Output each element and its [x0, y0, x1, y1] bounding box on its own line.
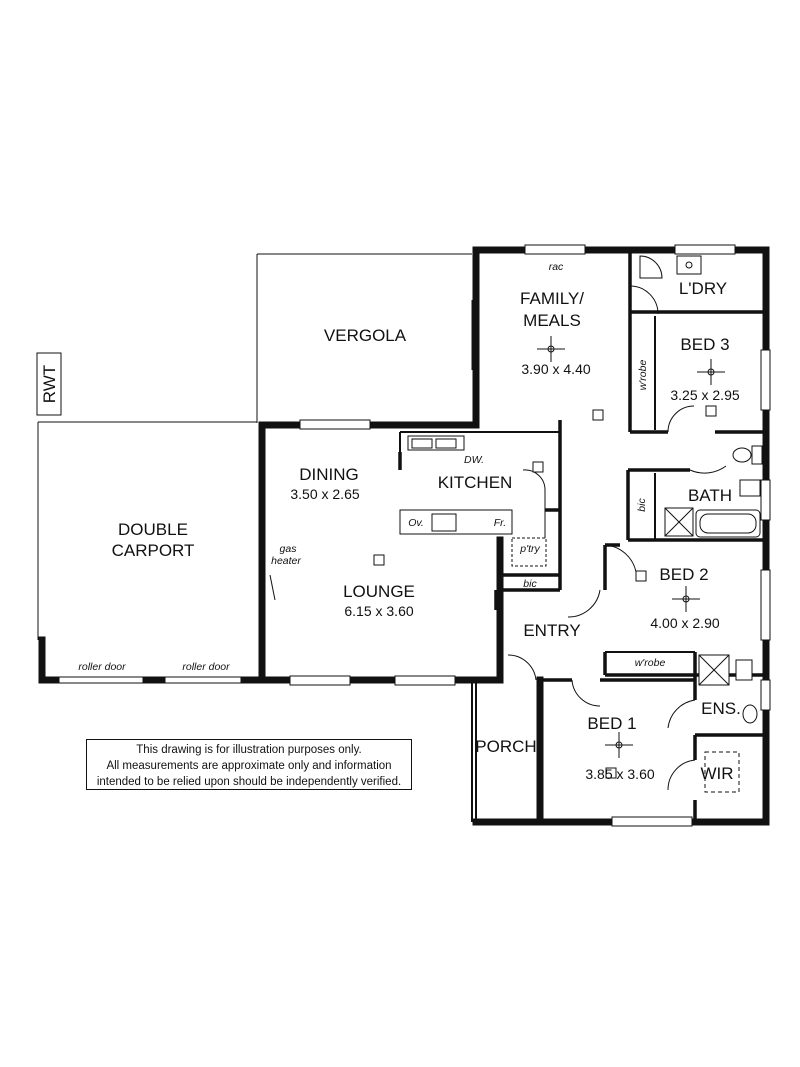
gas-heater-label-line1: gas [280, 543, 298, 555]
windows [289, 244, 771, 827]
ceiling-fan-family [537, 336, 565, 362]
disclaimer-line2: All measurements are approximate only an… [106, 760, 392, 772]
kitchen-sink [407, 435, 465, 451]
hall-bic-label: bic [523, 578, 537, 590]
bed1-dims: 3.85 x 3.60 [585, 766, 654, 782]
roller-door-right-label: roller door [182, 661, 230, 673]
carport-label-line1: DOUBLE [118, 520, 188, 539]
carport-label-line2: CARPORT [112, 541, 195, 560]
bed3-label: BED 3 [680, 335, 729, 354]
dishwasher-label: DW. [464, 454, 484, 466]
bed3-wardrobe-label: w'robe [637, 360, 649, 391]
bed1-label: BED 1 [587, 714, 636, 733]
entry-label: ENTRY [523, 621, 580, 640]
wir-label: WIR [700, 764, 733, 783]
interior-walls [398, 252, 766, 822]
bath-label: BATH [688, 486, 732, 505]
lounge-dims: 6.15 x 3.60 [344, 603, 413, 619]
rainwater-tank [36, 352, 62, 416]
laundry-trough [676, 255, 702, 275]
family-meals-label-line2: MEALS [523, 311, 581, 330]
gas-heater-label-line2: heater [271, 555, 301, 567]
dining-dims: 3.50 x 2.65 [290, 486, 359, 502]
bath-bic-label: bic [636, 498, 648, 512]
disclaimer-box: This drawing is for illustration purpose… [86, 739, 412, 790]
ceiling-fan-bed3 [697, 359, 725, 385]
family-meals-label-line1: FAMILY/ [520, 289, 584, 308]
family-meals-dims: 3.90 x 4.40 [521, 361, 590, 377]
porch-area [471, 680, 544, 826]
rwt-label: RWT [40, 365, 59, 403]
ceiling-fan-bed2 [672, 586, 700, 612]
rac-label: rac [549, 261, 564, 273]
bed2-dims: 4.00 x 2.90 [650, 615, 719, 631]
dining-label: DINING [299, 465, 359, 484]
fridge-label: Fr. [494, 517, 506, 529]
ensuite-fixtures [698, 654, 758, 724]
carport-area [37, 421, 266, 684]
ceiling-lights [373, 405, 717, 779]
vergola-label: VERGOLA [324, 326, 407, 345]
bed2-label: BED 2 [659, 565, 708, 584]
door-swings [269, 255, 727, 791]
ceiling-fan-bed1 [605, 732, 633, 758]
bed2-wardrobe-label: w'robe [635, 657, 666, 669]
lounge-label: LOUNGE [343, 582, 415, 601]
bath-fixtures [664, 445, 763, 538]
roller-door-left-label: roller door [78, 661, 126, 673]
disclaimer-line1: This drawing is for illustration purpose… [136, 744, 362, 756]
laundry-label: L'DRY [679, 279, 727, 298]
porch-label: PORCH [475, 737, 536, 756]
pantry-label: p'try [519, 543, 540, 555]
ensuite-label: ENS. [701, 699, 741, 718]
disclaimer-line3: intended to be relied upon should be ind… [96, 776, 402, 788]
kitchen-label: KITCHEN [438, 473, 513, 492]
bed3-dims: 3.25 x 2.95 [670, 387, 739, 403]
oven-label: Ov. [408, 517, 424, 529]
